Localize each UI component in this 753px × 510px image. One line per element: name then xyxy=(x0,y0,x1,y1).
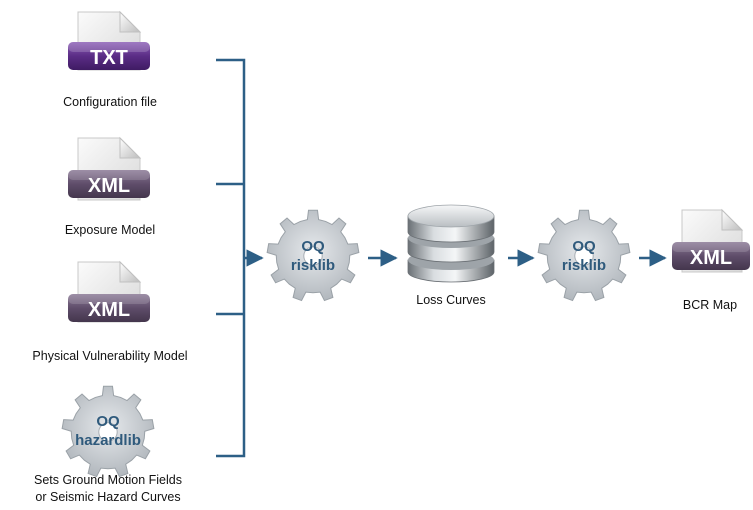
xml-file-icon: XML xyxy=(672,208,750,273)
exposure-model-label: Exposure Model xyxy=(65,223,155,237)
loss-curves-node: Loss Curves xyxy=(407,204,495,307)
hazardlib-line1: OQ xyxy=(96,413,120,430)
exposure-model-node: XML Exposure Model xyxy=(65,136,155,237)
xml-badge-label: XML xyxy=(88,175,130,197)
physical-vulnerability-model-node: XML Physical Vulnerability Model xyxy=(32,260,188,363)
configuration-file-label: Configuration file xyxy=(63,95,157,109)
xml-file-icon: XML xyxy=(68,260,150,323)
gear-icon xyxy=(537,209,631,302)
xml-file-icon: XML xyxy=(68,136,150,201)
risklib-process-1: OQ risklib xyxy=(266,209,360,302)
database-icon xyxy=(407,204,495,283)
risklib-1-line2: risklib xyxy=(291,257,335,274)
xml-badge-label: XML xyxy=(690,247,732,269)
configuration-file-node: TXT Configuration file xyxy=(63,10,157,109)
gear-icon xyxy=(266,209,360,302)
risklib-process-2: OQ risklib xyxy=(537,209,631,302)
risklib-2-line2: risklib xyxy=(562,257,606,274)
hazardlib-label-line2: or Seismic Hazard Curves xyxy=(35,490,180,504)
hazardlib-label-line1: Sets Ground Motion Fields xyxy=(34,473,182,487)
physical-vulnerability-model-label: Physical Vulnerability Model xyxy=(32,349,187,363)
risklib-2-line1: OQ xyxy=(572,238,596,255)
loss-curves-label: Loss Curves xyxy=(416,293,485,307)
txt-file-icon: TXT xyxy=(68,10,150,71)
gear-icon xyxy=(61,385,155,478)
input-bracket-connector xyxy=(216,58,264,458)
bcr-map-label: BCR Map xyxy=(683,298,737,312)
hazardlib-line2: hazardlib xyxy=(75,432,141,449)
risklib-1-line1: OQ xyxy=(301,238,325,255)
hazardlib-node: OQ hazardlib Sets Ground Motion Fields o… xyxy=(34,385,182,504)
txt-badge-label: TXT xyxy=(90,47,128,69)
xml-badge-label: XML xyxy=(88,299,130,321)
bcr-map-node: XML BCR Map xyxy=(672,208,750,312)
